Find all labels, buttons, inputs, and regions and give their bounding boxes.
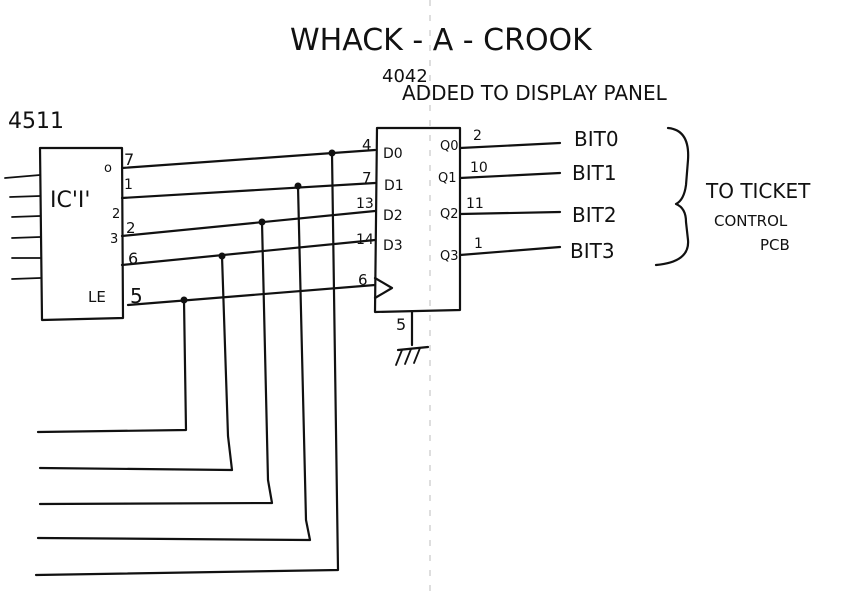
out-pin-2: 2 — [473, 128, 482, 144]
output-wires — [458, 141, 562, 257]
left-pin-7: 7 — [124, 150, 134, 169]
label-q0: Q0 — [440, 139, 459, 154]
label-q3: Q3 — [440, 249, 459, 264]
left-chip-le-label: LE — [88, 288, 106, 306]
right-chip-part-number: 4042 — [382, 66, 428, 87]
ground-pin-5: 5 — [396, 315, 406, 334]
clock-triangle-icon — [373, 276, 394, 300]
out-pin-11: 11 — [466, 196, 484, 212]
left-pin-5: 5 — [130, 284, 143, 308]
bit1-label: BIT1 — [572, 161, 617, 185]
label-d2: D2 — [383, 208, 403, 224]
left-chip-pin-a: 2 — [112, 207, 120, 222]
junction-dots — [180, 149, 336, 304]
label-d1: D1 — [384, 178, 404, 194]
bit3-label: BIT3 — [570, 239, 615, 263]
bit0-label: BIT0 — [574, 127, 619, 151]
destination-line-2: CONTROL — [714, 212, 788, 230]
bit2-label: BIT2 — [572, 203, 617, 227]
label-d3: D3 — [383, 238, 403, 254]
right-chip-note: ADDED TO DISPLAY PANEL — [402, 81, 668, 105]
left-pin-1: 1 — [124, 177, 133, 193]
destination-line-3: PCB — [760, 236, 790, 254]
left-pin-6: 6 — [128, 249, 138, 268]
label-q1: Q1 — [438, 171, 457, 186]
right-pin-6: 6 — [358, 271, 368, 289]
out-pin-1: 1 — [474, 236, 483, 252]
ground-symbol-icon — [395, 345, 430, 366]
drop-lines — [34, 151, 340, 577]
right-pin-4: 4 — [362, 136, 372, 154]
title-text: WHACK - A - CROOK — [290, 23, 593, 58]
left-chip-body — [38, 146, 125, 322]
right-pin-14: 14 — [356, 232, 374, 248]
destination-line-1: TO TICKET — [705, 179, 811, 203]
left-chip-pin-b: 3 — [110, 232, 118, 247]
left-chip-input-lines — [4, 174, 41, 280]
left-pin-2: 2 — [126, 219, 136, 237]
out-pin-10: 10 — [470, 160, 488, 176]
left-chip-part-number: 4511 — [8, 109, 64, 134]
right-chip-body — [373, 126, 462, 314]
right-pin-7: 7 — [362, 169, 372, 187]
label-q2: Q2 — [440, 207, 459, 222]
left-chip-label: IC'I' — [50, 188, 90, 213]
grouping-brace — [654, 126, 690, 267]
data-bus-wires — [120, 148, 377, 307]
left-chip-pin-dot: o — [104, 161, 112, 176]
label-d0: D0 — [383, 146, 403, 162]
right-pin-13: 13 — [356, 196, 374, 212]
